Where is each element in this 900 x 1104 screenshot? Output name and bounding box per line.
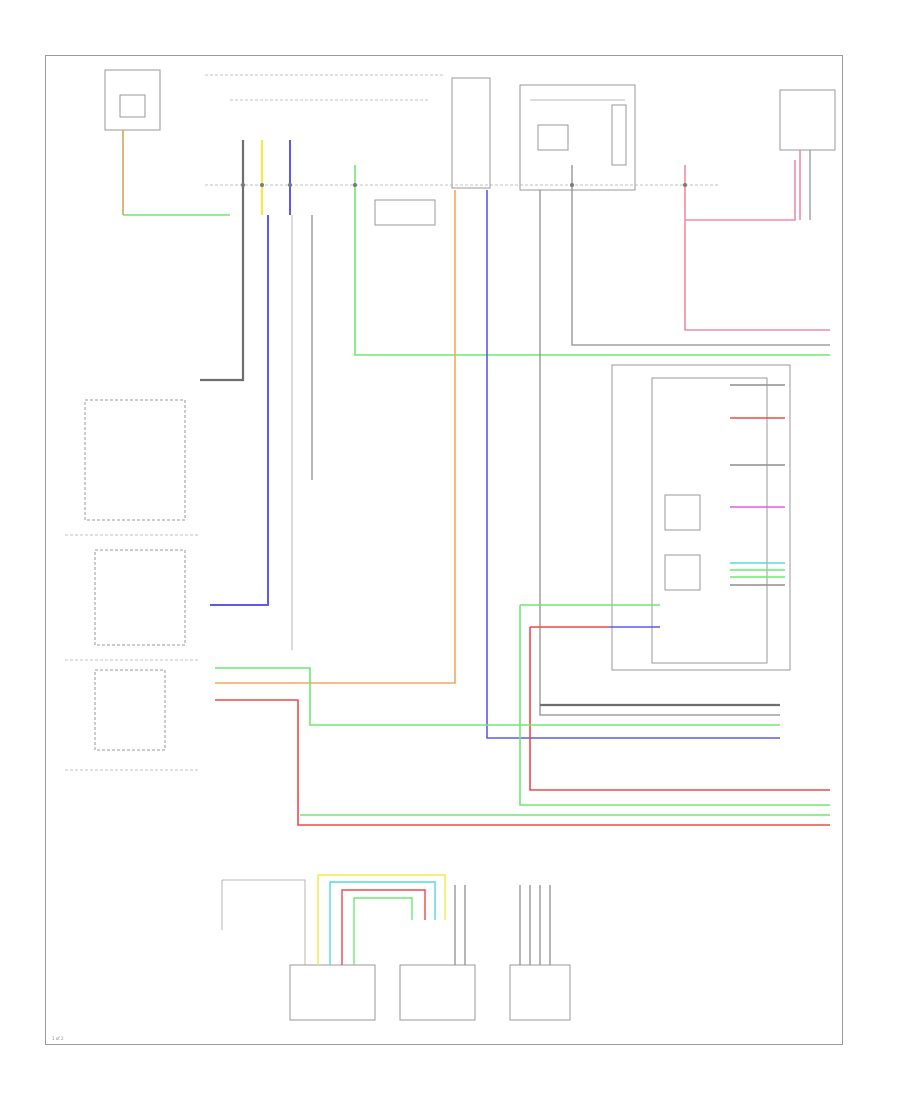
junction-dot [683,183,687,187]
relay-switch [537,124,569,151]
bottom-module-center [399,964,476,1021]
wire-dark-left [200,140,245,382]
wire-pink-up [685,160,796,221]
connector-block-center [374,199,436,226]
relay-box-right [519,84,636,191]
module-inner [651,377,768,664]
relay-box-top-left [104,69,161,131]
relay-coil [119,94,146,118]
connector-right-top [779,89,836,151]
wire-red-bottom [529,627,830,791]
wire-cyan-bottom [329,881,436,965]
switch-group-top [84,399,186,521]
wire-red-left [215,699,830,826]
wire-gray-right [571,165,830,346]
wire-blue-center [486,190,780,739]
junction-dot [288,183,292,187]
wire-green-left [215,667,780,726]
module-box-right [611,364,791,671]
wire-gray-bottom [222,879,306,965]
junction-dot [260,183,264,187]
wire-green-top-right [354,165,830,356]
wire-gray-center [539,190,780,716]
wire-green-bottom [519,605,830,806]
wire-yellow-bottom [317,874,446,965]
wire-blue-long [210,215,269,606]
page-id: 1 of 2 [52,1036,64,1041]
junction-dot [353,183,357,187]
relay-coil-right [611,104,627,166]
wire-orange [215,190,456,684]
junction-dot [241,183,245,187]
bottom-module-left [289,964,376,1021]
module-sensor-b [664,554,701,591]
module-sensor-a [664,494,701,531]
switch-group-mid [94,549,186,646]
wire-red-bottom-conn [341,889,426,965]
wire-green-bottom-conn [353,897,413,965]
junction-dot [570,183,574,187]
switch-group-low [94,669,166,751]
diagram-frame [45,55,843,1045]
fuse-box-center [451,77,491,189]
